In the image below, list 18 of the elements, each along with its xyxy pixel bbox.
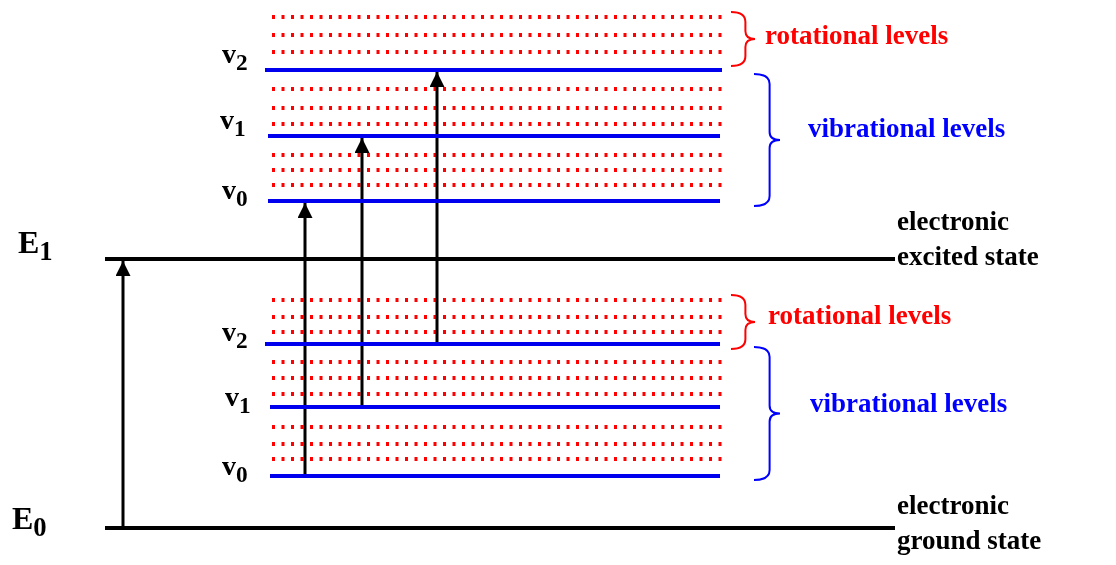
level-label: v$_{2}$ — [222, 40, 248, 74]
level-label: E$_{1}$ — [18, 226, 53, 266]
level-label: E$_{0}$ — [12, 502, 47, 542]
level-label: v$_{1}$ — [220, 106, 246, 140]
arrow — [429, 72, 445, 342]
level-label: v$_{0}$ — [222, 176, 248, 210]
level-type-label: rotational levels — [765, 22, 949, 49]
arrow — [354, 138, 370, 405]
level-type-label: rotational levels — [768, 302, 952, 329]
arrow — [297, 203, 313, 474]
state-label: electronic ground state — [897, 489, 1043, 558]
state-label: electronic excited state — [897, 205, 1040, 274]
level-type-label: vibrational levels — [808, 115, 1006, 142]
level-label: v$_{2}$ — [222, 318, 248, 352]
arrow — [115, 261, 131, 526]
level-label: v$_{0}$ — [222, 452, 248, 486]
level-type-label: vibrational levels — [810, 390, 1008, 417]
level-label: v$_{1}$ — [225, 383, 251, 417]
